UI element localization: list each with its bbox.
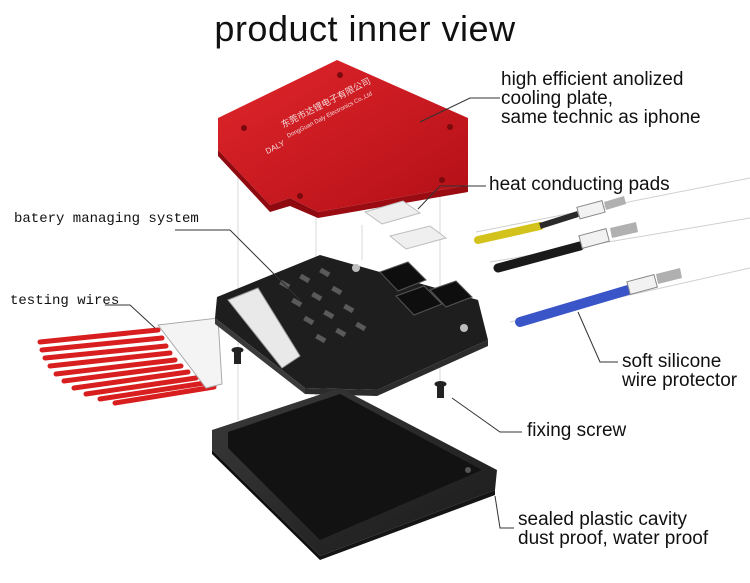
label-silicone-protector: soft silicone wire protector xyxy=(622,351,738,391)
label-cooling-plate: high efficient anolized cooling plate, s… xyxy=(501,69,701,128)
page-title: product inner view xyxy=(214,8,516,49)
label-bms: batery managing system xyxy=(14,211,199,227)
heat-conducting-pads xyxy=(363,200,448,250)
plastic-cavity xyxy=(212,388,497,560)
cooling-plate: DALY 东莞市达锂电子有限公司 DongGuan Daly Electroni… xyxy=(218,60,468,218)
leader-lines xyxy=(105,97,618,529)
wire-yellow xyxy=(474,196,626,244)
wire-black xyxy=(493,222,638,273)
testing-wires xyxy=(37,317,223,406)
label-heat-pads: heat conducting pads xyxy=(489,174,670,195)
bms-board xyxy=(215,255,488,396)
label-plastic-cavity: sealed plastic cavity dust proof, water … xyxy=(518,509,709,549)
label-fixing-screw: fixing screw xyxy=(527,420,627,441)
label-testing-wires: testing wires xyxy=(10,293,120,309)
wire-blue xyxy=(515,268,682,327)
